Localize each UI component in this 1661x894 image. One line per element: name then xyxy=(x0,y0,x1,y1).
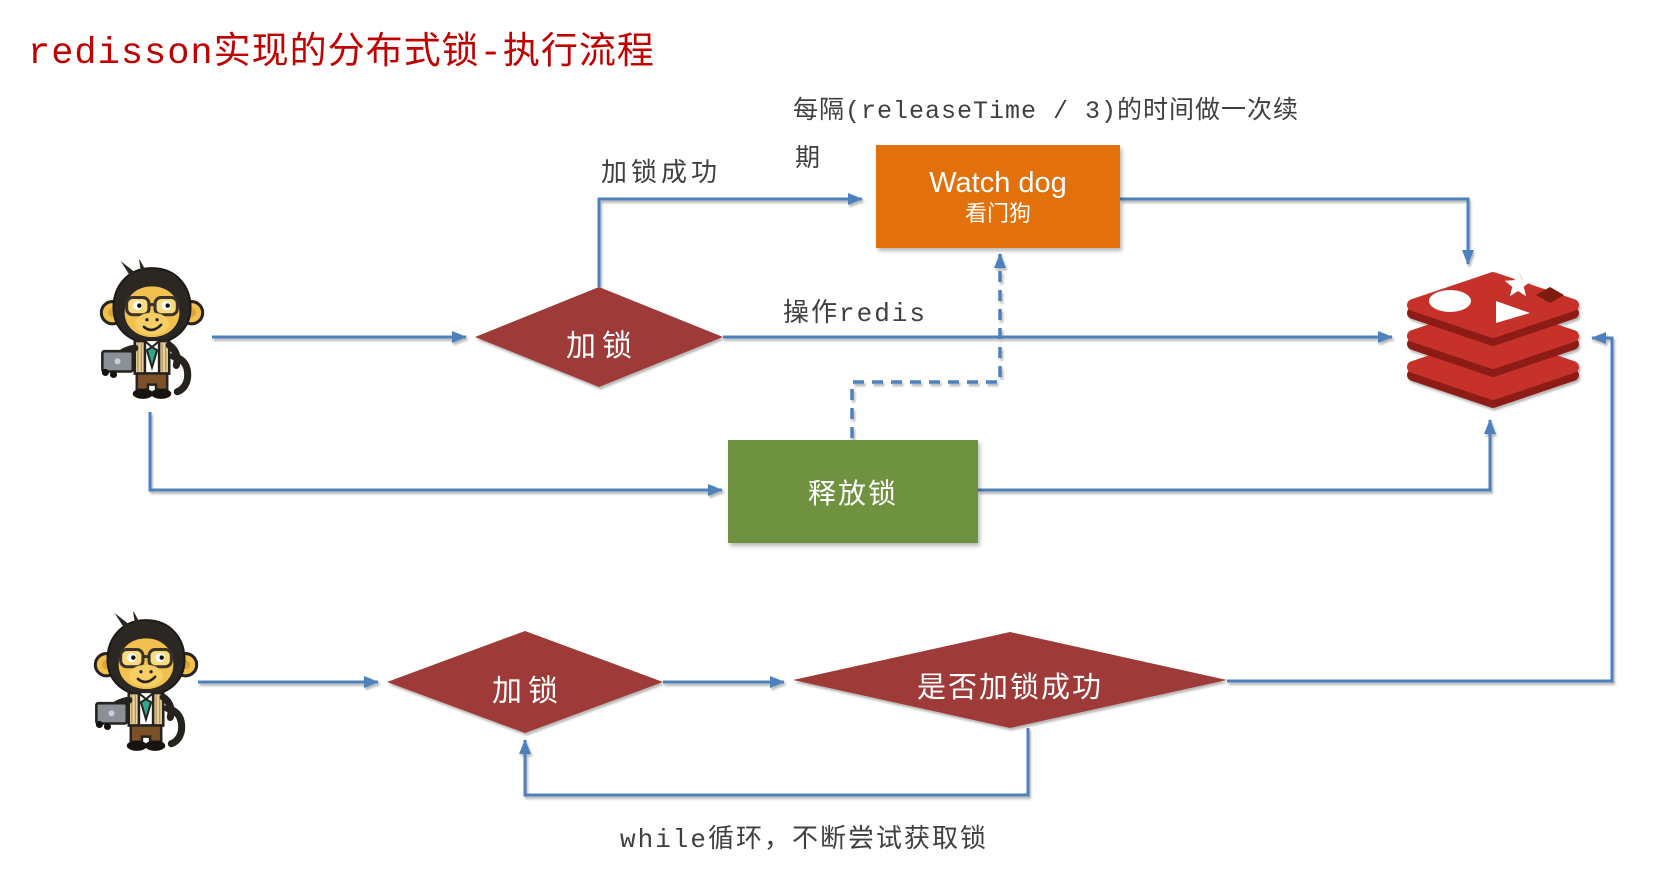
lock-check-diamond-label: 是否加锁成功 xyxy=(916,672,1103,704)
arrow-check-to-redis xyxy=(1227,332,1614,683)
arrow-lock-to-watchdog xyxy=(597,193,863,287)
redis-hole-glyph xyxy=(1536,287,1564,303)
arrow-release-to-redis xyxy=(978,419,1496,492)
watchdog-node: Watch dog 看门狗 xyxy=(876,145,1120,248)
renew-annotation-line2: 期 xyxy=(795,145,821,174)
arrow-watchdog-to-redis xyxy=(1120,197,1474,265)
renew-annotation-line1: 每隔(releaseTime / 3)的时间做一次续 xyxy=(793,97,1300,126)
redis-star-glyph xyxy=(1504,271,1532,297)
page-title: redisson实现的分布式锁-执行流程 xyxy=(28,33,655,75)
while-loop-label: while循环，不断尝试获取锁 xyxy=(620,825,989,855)
redis-database-icon xyxy=(1407,271,1579,408)
operate-redis-label: 操作redis xyxy=(783,299,928,329)
release-lock-node: 释放锁 xyxy=(728,440,978,543)
release-lock-label: 释放锁 xyxy=(807,477,898,509)
arrow-client1-to-release xyxy=(148,412,723,496)
lock-diamond-top xyxy=(475,287,723,387)
lock-diamond-bottom xyxy=(387,631,663,733)
lock-success-label: 加锁成功 xyxy=(601,159,722,189)
arrow-release-to-watchdog-dashed xyxy=(850,253,1006,438)
watchdog-title: Watch dog xyxy=(929,166,1067,199)
arrow-while-loop-back xyxy=(519,728,1030,797)
lock-diamond-bottom-label: 加锁 xyxy=(492,675,564,708)
lock-diamond-top-label: 加锁 xyxy=(566,330,638,363)
lock-check-diamond xyxy=(793,632,1227,728)
programmer-monkey-icon xyxy=(96,260,208,412)
programmer-monkey-icon xyxy=(90,612,202,764)
watchdog-subtitle: 看门狗 xyxy=(964,200,1031,226)
redis-circle-glyph xyxy=(1429,290,1471,312)
redis-triangle-glyph xyxy=(1496,301,1530,323)
